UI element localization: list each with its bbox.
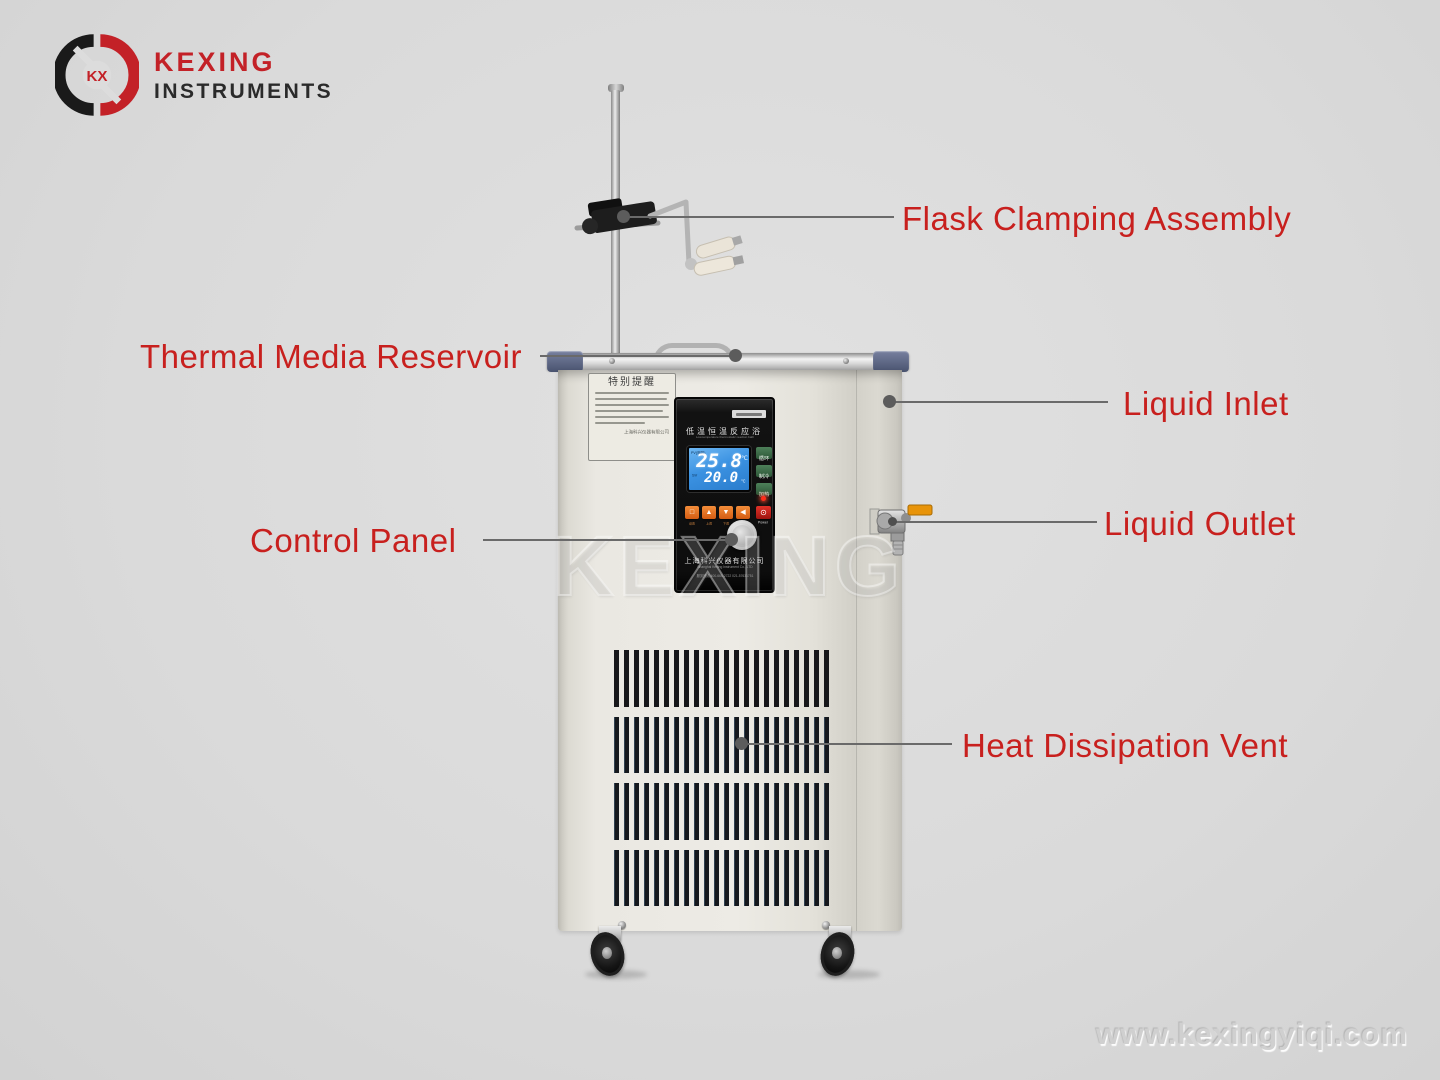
sv-unit: ℃ [741,479,746,484]
caster-wheel-right [816,926,864,980]
stand-rod-cap [608,84,624,92]
pv-unit: ℃ [741,456,748,462]
key-label: 设置 [688,522,695,526]
brand-logo: KX KEXING INSTRUMENTS [55,33,333,117]
panel-title-en: Low-temperature thermostatic reaction ba… [695,436,754,439]
rim-screw [843,358,849,364]
pv-value: 25.8 [696,450,742,472]
service-hotline: 服务热线:400-660-2722 021-57631751 [696,574,753,578]
shift-button[interactable]: ◀ [736,506,750,519]
leader-dot-outlet [888,517,897,526]
reservoir-rim [547,353,909,370]
label-liquid-outlet: Liquid Outlet [1104,505,1296,542]
leader-dot-control [725,533,738,546]
leader-line-control [483,539,732,541]
logo-monogram: KX [87,68,108,85]
power-label: Power [757,521,769,525]
brand-subname: INSTRUMENTS [154,79,334,103]
panel-screw [822,921,830,929]
label-liquid-inlet: Liquid Inlet [1123,385,1289,422]
key-label: 上调 [705,522,712,526]
heating-button[interactable]: 加热 [756,483,772,497]
leader-line-reservoir [540,355,736,357]
rim-screw [609,358,615,364]
website-watermark: www.kexingyiqi.com [1096,1018,1408,1051]
leader-line-outlet [893,521,1097,523]
caster-shadow [818,970,880,979]
control-panel: 低温恒温反应浴 Low-temperature thermostatic rea… [674,397,775,593]
vent-grille-row [614,717,833,773]
label-control-panel: Control Panel [250,522,457,559]
sticker-title: 特别提醒 [608,377,656,388]
kexing-emblem-icon: KX [55,34,139,116]
rim-corner-cap-right [873,351,909,372]
company-name-en: Shanghai Kexing Instrument Co., LTD [696,566,753,570]
leader-dot-inlet [883,395,896,408]
caster-wheel-left [586,926,634,980]
sv-label: SV [692,474,698,478]
warning-sticker: 特别提醒 上海科兴仪器有限公司 [588,373,676,461]
set-button[interactable]: □ [685,506,699,519]
caster-shadow [585,970,647,979]
company-name-cn: 上海科兴仪器有限公司 [684,558,765,565]
down-button[interactable]: ▼ [719,506,733,519]
brand-name: KEXING [154,46,276,77]
key-label: 下调 [722,522,729,526]
leader-line-inlet [890,401,1108,403]
vent-grille-row [614,783,833,840]
label-heat-dissipation-vent: Heat Dissipation Vent [962,727,1289,764]
leader-line-flask [624,216,894,218]
cycle-button[interactable]: 循环 [756,447,772,461]
vent-grille-row [614,850,833,906]
panel-title-cn: 低温恒温反应浴 [686,427,763,436]
sv-value: 20.0 [704,470,738,486]
leader-dot-reservoir [729,349,742,362]
leader-dot-vent [735,737,748,750]
cabinet-edge-seam [856,370,857,931]
up-button[interactable]: ▲ [702,506,716,519]
sticker-footer: 上海科兴仪器有限公司 [623,430,669,435]
vent-grille-row [614,650,833,707]
leader-dot-flask [617,210,630,223]
power-button[interactable]: ⊙ [756,506,771,519]
label-thermal-media-reservoir: Thermal Media Reservoir [140,338,522,375]
label-flask-clamping-assembly: Flask Clamping Assembly [902,200,1292,237]
pv-label: PV(测量) [691,451,706,456]
panel-screw [618,921,626,929]
status-led [761,496,766,501]
leader-line-vent [742,743,952,745]
temperature-display: PV(测量) 25.8 ℃ SV 20.0 ℃ [687,446,751,492]
liquid-outlet-valve [869,504,933,556]
flask-clamp-assembly [574,198,745,276]
cooling-button[interactable]: 制冷 [756,465,772,479]
model-badge [732,410,766,418]
